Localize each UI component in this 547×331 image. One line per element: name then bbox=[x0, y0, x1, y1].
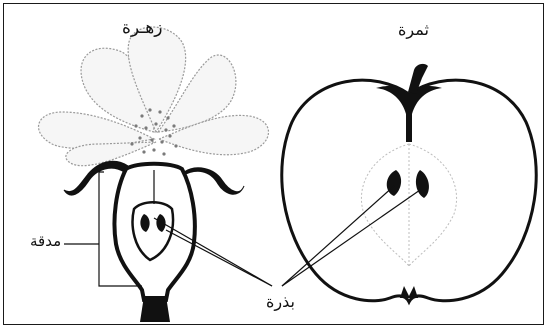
flower-drawing bbox=[39, 27, 269, 322]
label-fruit: ثمرة bbox=[398, 20, 429, 39]
diagram-figure: زهـرة ثمرة مدقة بذرة bbox=[3, 3, 544, 325]
label-seed: بذرة bbox=[266, 292, 295, 311]
fruit-drawing bbox=[282, 64, 536, 302]
flower-petals bbox=[39, 27, 269, 166]
flower-stalk bbox=[140, 296, 170, 322]
diagram-svg bbox=[4, 4, 545, 326]
label-pistil: مدقة bbox=[30, 232, 61, 250]
label-flower: زهـرة bbox=[122, 18, 162, 38]
